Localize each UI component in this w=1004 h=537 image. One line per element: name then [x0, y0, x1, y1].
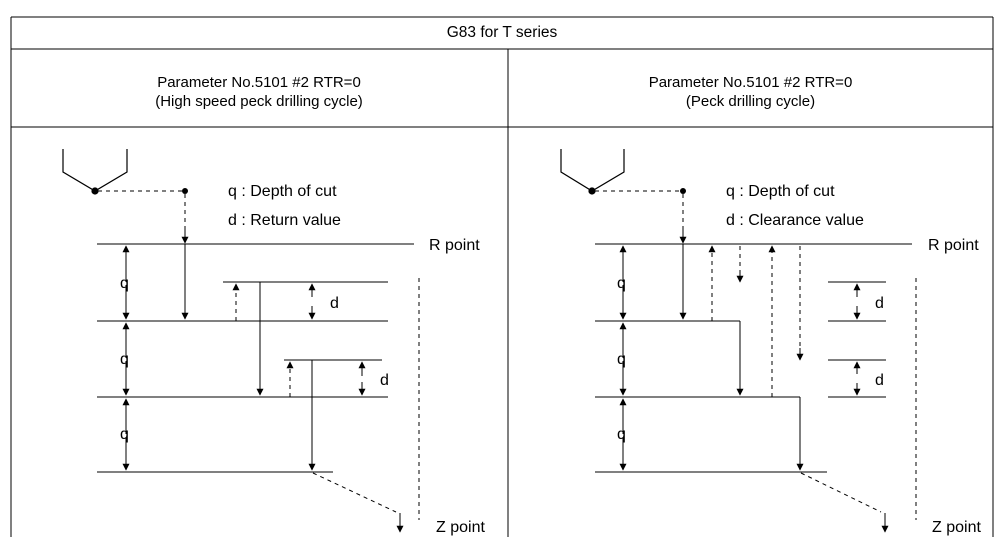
left-feed-paths: [181, 244, 316, 471]
right-parameter-label: Parameter No.5101 #2 RTR=0: [648, 74, 853, 91]
left-d-dimensions: [308, 283, 366, 396]
diagram-line: [312, 472, 397, 513]
right-retract-paths: [708, 245, 804, 397]
rapid-approach-path-right: [595, 190, 684, 236]
diagram-circle: [91, 187, 99, 195]
diagram-g: [97, 243, 414, 473]
right-legend-q: q : Depth of cut: [726, 183, 835, 200]
diagram-g: [800, 278, 917, 523]
left-q-label-2: q: [120, 351, 129, 368]
right-r-point-label: R point: [928, 237, 979, 254]
diagram-line: [800, 472, 882, 513]
approach-point-right: [680, 188, 686, 194]
right-panel: q : Depth of cut d : Clearance value R p…: [560, 149, 981, 536]
right-z-point-label: Z point: [932, 519, 981, 536]
left-panel: q : Depth of cut d : Return value R poin…: [62, 149, 485, 536]
right-feed-paths: [679, 244, 804, 471]
left-column-header: Parameter No.5101 #2 RTR=0 (High speed p…: [11, 57, 507, 127]
left-q-label-3: q: [120, 426, 129, 443]
rapid-approach-path: [98, 190, 186, 236]
approach-point: [182, 188, 188, 194]
left-legend-d: d : Return value: [228, 212, 341, 229]
left-d-label-1: d: [330, 295, 339, 312]
right-cycle-name: (Peck drilling cycle): [685, 93, 816, 110]
right-column-header: Parameter No.5101 #2 RTR=0 (Peck drillin…: [508, 57, 993, 127]
table-grid: [10, 16, 994, 537]
drill-tool-icon: [62, 149, 128, 195]
diagram-g: [595, 243, 912, 473]
right-q-label-2: q: [617, 351, 626, 368]
left-legend-q: q : Depth of cut: [228, 183, 337, 200]
left-parameter-label: Parameter No.5101 #2 RTR=0: [157, 74, 361, 91]
drill-tool-icon-right: [560, 149, 625, 195]
left-z-point-label: Z point: [436, 519, 485, 536]
diagram-polyline: [62, 149, 128, 192]
left-r-point-label: R point: [429, 237, 480, 254]
left-retract-paths: [232, 283, 294, 397]
right-d-label-1: d: [875, 295, 884, 312]
diagram-polyline: [560, 149, 625, 192]
table-title: G83 for T series: [446, 24, 558, 41]
right-q-label-1: q: [617, 275, 626, 292]
left-d-label-2: d: [380, 372, 389, 389]
left-q-label-1: q: [120, 275, 129, 292]
right-d-label-2: d: [875, 372, 884, 389]
right-legend-d: d : Clearance value: [726, 212, 864, 229]
left-cycle-name: (High speed peck drilling cycle): [155, 93, 363, 110]
diagram-circle: [588, 187, 596, 195]
right-q-label-3: q: [617, 426, 626, 443]
diagram-g: [312, 278, 420, 523]
